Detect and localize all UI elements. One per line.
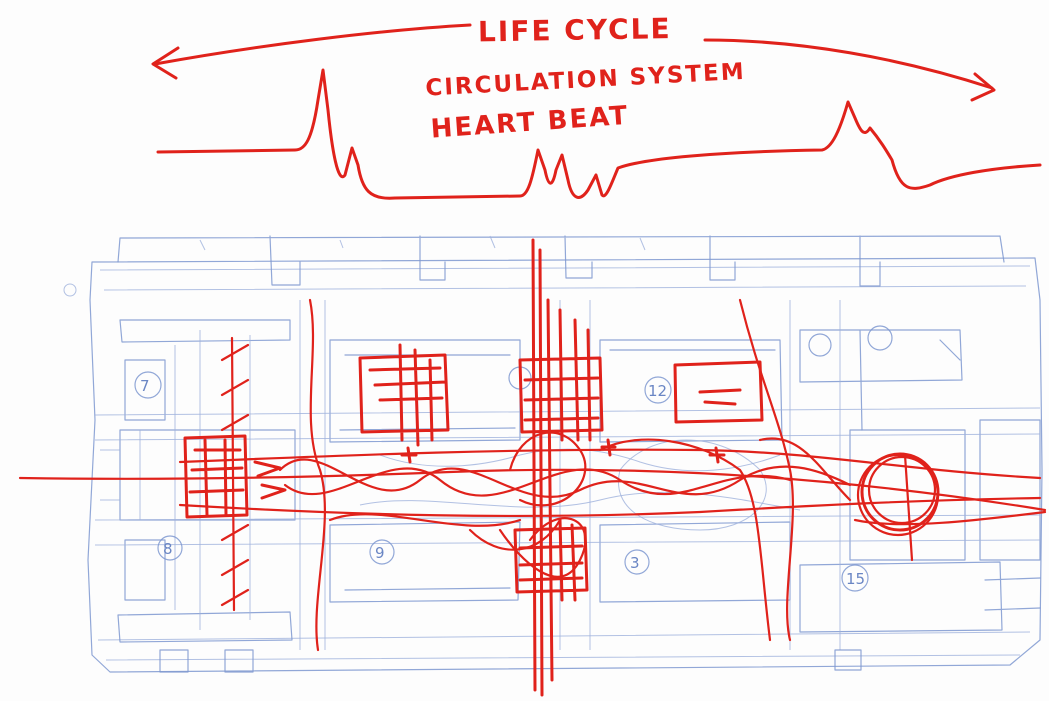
- title-block: LIFE CYCLE CIRCULATION SYSTEM HEART BEAT: [425, 12, 746, 145]
- room-number: 3: [630, 554, 640, 572]
- room-number: 7: [140, 377, 150, 395]
- circulation-overlay: [20, 240, 1045, 695]
- title-line3: HEART BEAT: [430, 101, 630, 145]
- room-number: 9: [375, 544, 385, 562]
- title-line2: CIRCULATION SYSTEM: [425, 59, 746, 102]
- room-number: 12: [648, 382, 667, 400]
- room-number: 15: [846, 570, 865, 588]
- double-arrow-left-icon: [153, 25, 470, 78]
- double-arrow-right-icon: [705, 40, 994, 100]
- room-number: 8: [163, 540, 173, 558]
- title-line1: LIFE CYCLE: [478, 12, 672, 48]
